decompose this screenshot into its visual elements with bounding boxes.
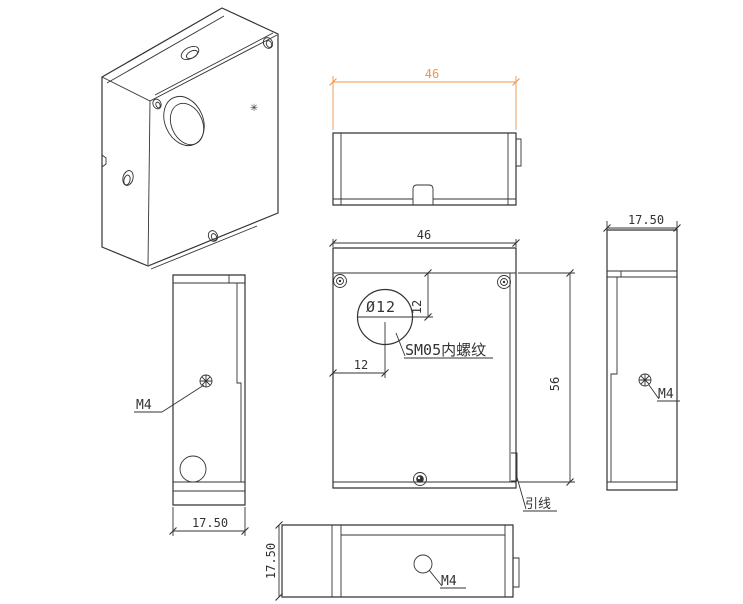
dimension-bottom-depth[interactable]: 17.50 (264, 521, 283, 601)
left-bottom-seams (173, 481, 245, 492)
iso-screw-hole-top-right-bore (265, 40, 273, 48)
right-inner-step-line (610, 277, 618, 482)
top-view-inner-lines (340, 133, 509, 205)
iso-top-hole-bore (186, 49, 198, 60)
top-view[interactable] (332, 132, 522, 206)
dim-bottom-depth-value[interactable]: 17.50 (264, 543, 278, 579)
dimension-ticks (169, 527, 249, 535)
iso-left-face-hole-bore (123, 174, 131, 186)
extension-lines (518, 272, 575, 483)
top-view-outline (332, 132, 517, 206)
right-side-view[interactable]: M4 (606, 229, 680, 491)
lead-wire-callout[interactable]: 引线 (515, 473, 557, 512)
screw-inner-filled (416, 475, 424, 483)
isometric-view[interactable]: ✳ (101, 7, 279, 270)
thread-star (200, 375, 212, 387)
m4-right-text[interactable]: M4 (658, 387, 674, 402)
dimension-ticks (566, 269, 574, 486)
iso-screw-hole-top-right (262, 37, 274, 49)
screw-outer (497, 275, 511, 289)
dimension-ticks (329, 78, 520, 86)
iso-screw-hole-bottom-bore (210, 233, 218, 241)
thread-note-callout[interactable]: SM05内螺纹 (395, 332, 493, 359)
dimension-ticks (424, 269, 432, 321)
screw-head-bottom (413, 472, 427, 486)
thread-star (639, 374, 651, 386)
iso-chamfer-line-front (154, 32, 274, 96)
screw-head-top-left (333, 274, 347, 288)
dim-hole-offset-x-value[interactable]: 12 (354, 358, 368, 372)
dim-front-height-value[interactable]: 56 (548, 377, 562, 391)
screw-glint (417, 476, 421, 480)
bottom-view[interactable]: M4 (281, 524, 520, 598)
m4-callout-left[interactable]: M4 (134, 384, 205, 413)
iso-screw-hole-top-left (152, 98, 162, 110)
left-inner-step-line (236, 283, 242, 482)
m4-callout-bottom[interactable]: M4 (428, 569, 466, 589)
left-bottom-hole (179, 455, 207, 483)
lead-wire-tab (511, 452, 518, 482)
dim-hole-diameter[interactable]: Ø12 (366, 298, 396, 316)
iso-main-bore-inner (169, 102, 205, 146)
leader-line (428, 569, 443, 587)
iso-chamfer-line-back (106, 15, 225, 84)
right-view-outline (606, 229, 678, 491)
dimension-left-depth[interactable]: 17.50 (169, 507, 249, 536)
dim-top-width-value[interactable]: 46 (425, 67, 439, 81)
top-view-notch (412, 184, 434, 205)
leader-line (515, 473, 527, 510)
screw-inner (500, 278, 508, 286)
m4-left-text[interactable]: M4 (136, 398, 152, 413)
threaded-hole-icon (199, 374, 213, 388)
leader-line (648, 384, 660, 400)
screw-center (502, 280, 506, 284)
bottom-hole (413, 554, 433, 574)
front-view[interactable]: Ø12 SM05内螺纹 12 12 引线 (329, 247, 558, 512)
iso-screw-hole-top-left-bore (155, 101, 161, 109)
left-side-view[interactable]: M4 (134, 274, 246, 506)
left-view-outline (172, 274, 246, 506)
dimension-hole-offset-y[interactable]: 12 (410, 269, 432, 321)
thread-note-text[interactable]: SM05内螺纹 (405, 341, 486, 359)
lead-wire-text[interactable]: 引线 (525, 497, 551, 512)
dimension-right-depth[interactable]: 17.50 (603, 213, 681, 233)
extension-lines (606, 221, 678, 233)
screw-inner (336, 277, 344, 285)
dimension-front-width[interactable]: 46 (329, 228, 520, 247)
bottom-lead-tab (513, 557, 520, 588)
m4-bottom-text[interactable]: M4 (441, 574, 457, 589)
threaded-hole-icon (638, 373, 652, 387)
screw-center (338, 279, 342, 283)
screw-head-top-right (497, 275, 511, 289)
dim-hole-offset-y-value[interactable]: 12 (410, 300, 424, 314)
screw-outer (333, 274, 347, 288)
dim-right-depth-value[interactable]: 17.50 (628, 213, 664, 227)
leader-line (161, 384, 205, 413)
dimension-front-height[interactable]: 56 (518, 269, 575, 486)
screw-outer (413, 472, 427, 486)
m4-callout-right[interactable]: M4 (648, 384, 680, 402)
leader-line (395, 332, 406, 357)
top-view-lead-tab (516, 138, 522, 167)
extension-lines (332, 76, 517, 130)
dimension-top-width-selected[interactable]: 46 (329, 67, 520, 130)
bottom-inner-verticals (331, 525, 506, 597)
right-top-seams (607, 270, 677, 278)
dimension-ticks (275, 521, 283, 601)
dim-left-depth-value[interactable]: 17.50 (192, 516, 228, 530)
star-marker-icon: ✳ (250, 100, 258, 115)
bottom-view-outline (281, 524, 514, 598)
iso-screw-hole-bottom (207, 230, 219, 242)
left-top-seam (173, 275, 245, 284)
iso-outline (101, 7, 279, 267)
iso-front-left-edge (147, 100, 151, 266)
iso-bottom-inner-edge (150, 225, 258, 270)
dimension-ticks (329, 369, 389, 377)
front-view-outline (332, 247, 517, 489)
dimension-ticks (603, 224, 681, 232)
dimension-hole-offset-x[interactable]: 12 (329, 322, 389, 378)
dimension-ticks (329, 239, 520, 247)
dim-front-width-value[interactable]: 46 (417, 228, 431, 242)
iso-side-notch (101, 154, 107, 168)
